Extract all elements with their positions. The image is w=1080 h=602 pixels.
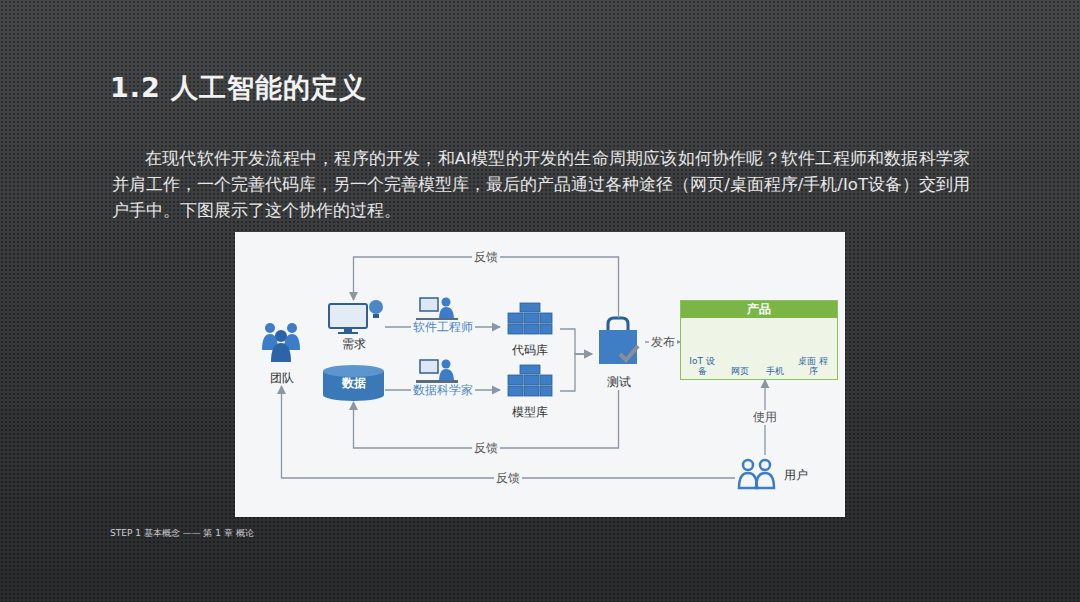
engineer-icon bbox=[416, 298, 458, 322]
requirement-node: 需求 bbox=[322, 300, 385, 352]
channel-node: 桌面 程序 bbox=[796, 326, 830, 376]
test-node: 测试 bbox=[592, 318, 645, 390]
node-label: 手机 bbox=[760, 366, 790, 376]
connector bbox=[560, 329, 592, 354]
channel-node: 网页 bbox=[724, 326, 756, 376]
model-repo-node: 模型库 bbox=[500, 362, 560, 420]
product-band: 产品 IoT 设备网页手机桌面 程序 bbox=[680, 300, 838, 380]
scientist-icon bbox=[416, 360, 458, 384]
connector bbox=[354, 390, 619, 448]
connector bbox=[560, 354, 592, 391]
edge-label: 反馈 bbox=[472, 250, 500, 265]
channel-node: IoT 设备 bbox=[686, 326, 718, 376]
connector bbox=[354, 257, 619, 318]
node-label: 桌面 程序 bbox=[796, 356, 830, 376]
node-label: 数据 bbox=[342, 376, 366, 391]
node-label: 团队 bbox=[270, 371, 294, 386]
user-icon bbox=[739, 460, 774, 488]
server-icon bbox=[508, 303, 552, 334]
edge-label: 使用 bbox=[751, 410, 779, 425]
node-label: 代码库 bbox=[512, 343, 548, 358]
test-icon bbox=[599, 318, 638, 364]
node-label: 需求 bbox=[342, 337, 366, 352]
edge-label: 软件工程师 bbox=[411, 320, 475, 335]
code-repo-node: 代码库 bbox=[500, 300, 560, 358]
data-cylinder: 数据 bbox=[322, 364, 385, 402]
user-node: 用户 bbox=[735, 455, 810, 495]
team-node: 团队 bbox=[258, 318, 305, 386]
intro-paragraph: 在现代软件开发流程中，程序的开发，和AI模型的开发的生命周期应该如何协作呢？软件… bbox=[112, 146, 970, 224]
footer-text: STEP 1 基本概念 —— 第 1 章 概论 bbox=[110, 527, 254, 540]
edge-label: 反馈 bbox=[472, 441, 500, 456]
band-heading: 产品 bbox=[681, 301, 837, 318]
edge-label: 反馈 bbox=[494, 471, 522, 486]
server-icon bbox=[508, 365, 552, 396]
node-label: IoT 设备 bbox=[686, 356, 718, 376]
node-label: 网页 bbox=[724, 366, 756, 376]
node-label: 测试 bbox=[607, 375, 631, 390]
team-icon bbox=[262, 323, 300, 362]
channel-node: 手机 bbox=[760, 326, 790, 376]
edge-label: 数据科学家 bbox=[411, 383, 475, 398]
node-label: 用户 bbox=[784, 468, 808, 483]
monitor-icon bbox=[329, 300, 383, 334]
slide-title: 1.2 人工智能的定义 bbox=[110, 70, 367, 106]
node-label: 模型库 bbox=[512, 405, 548, 420]
edge-label: 发布 bbox=[649, 335, 677, 350]
